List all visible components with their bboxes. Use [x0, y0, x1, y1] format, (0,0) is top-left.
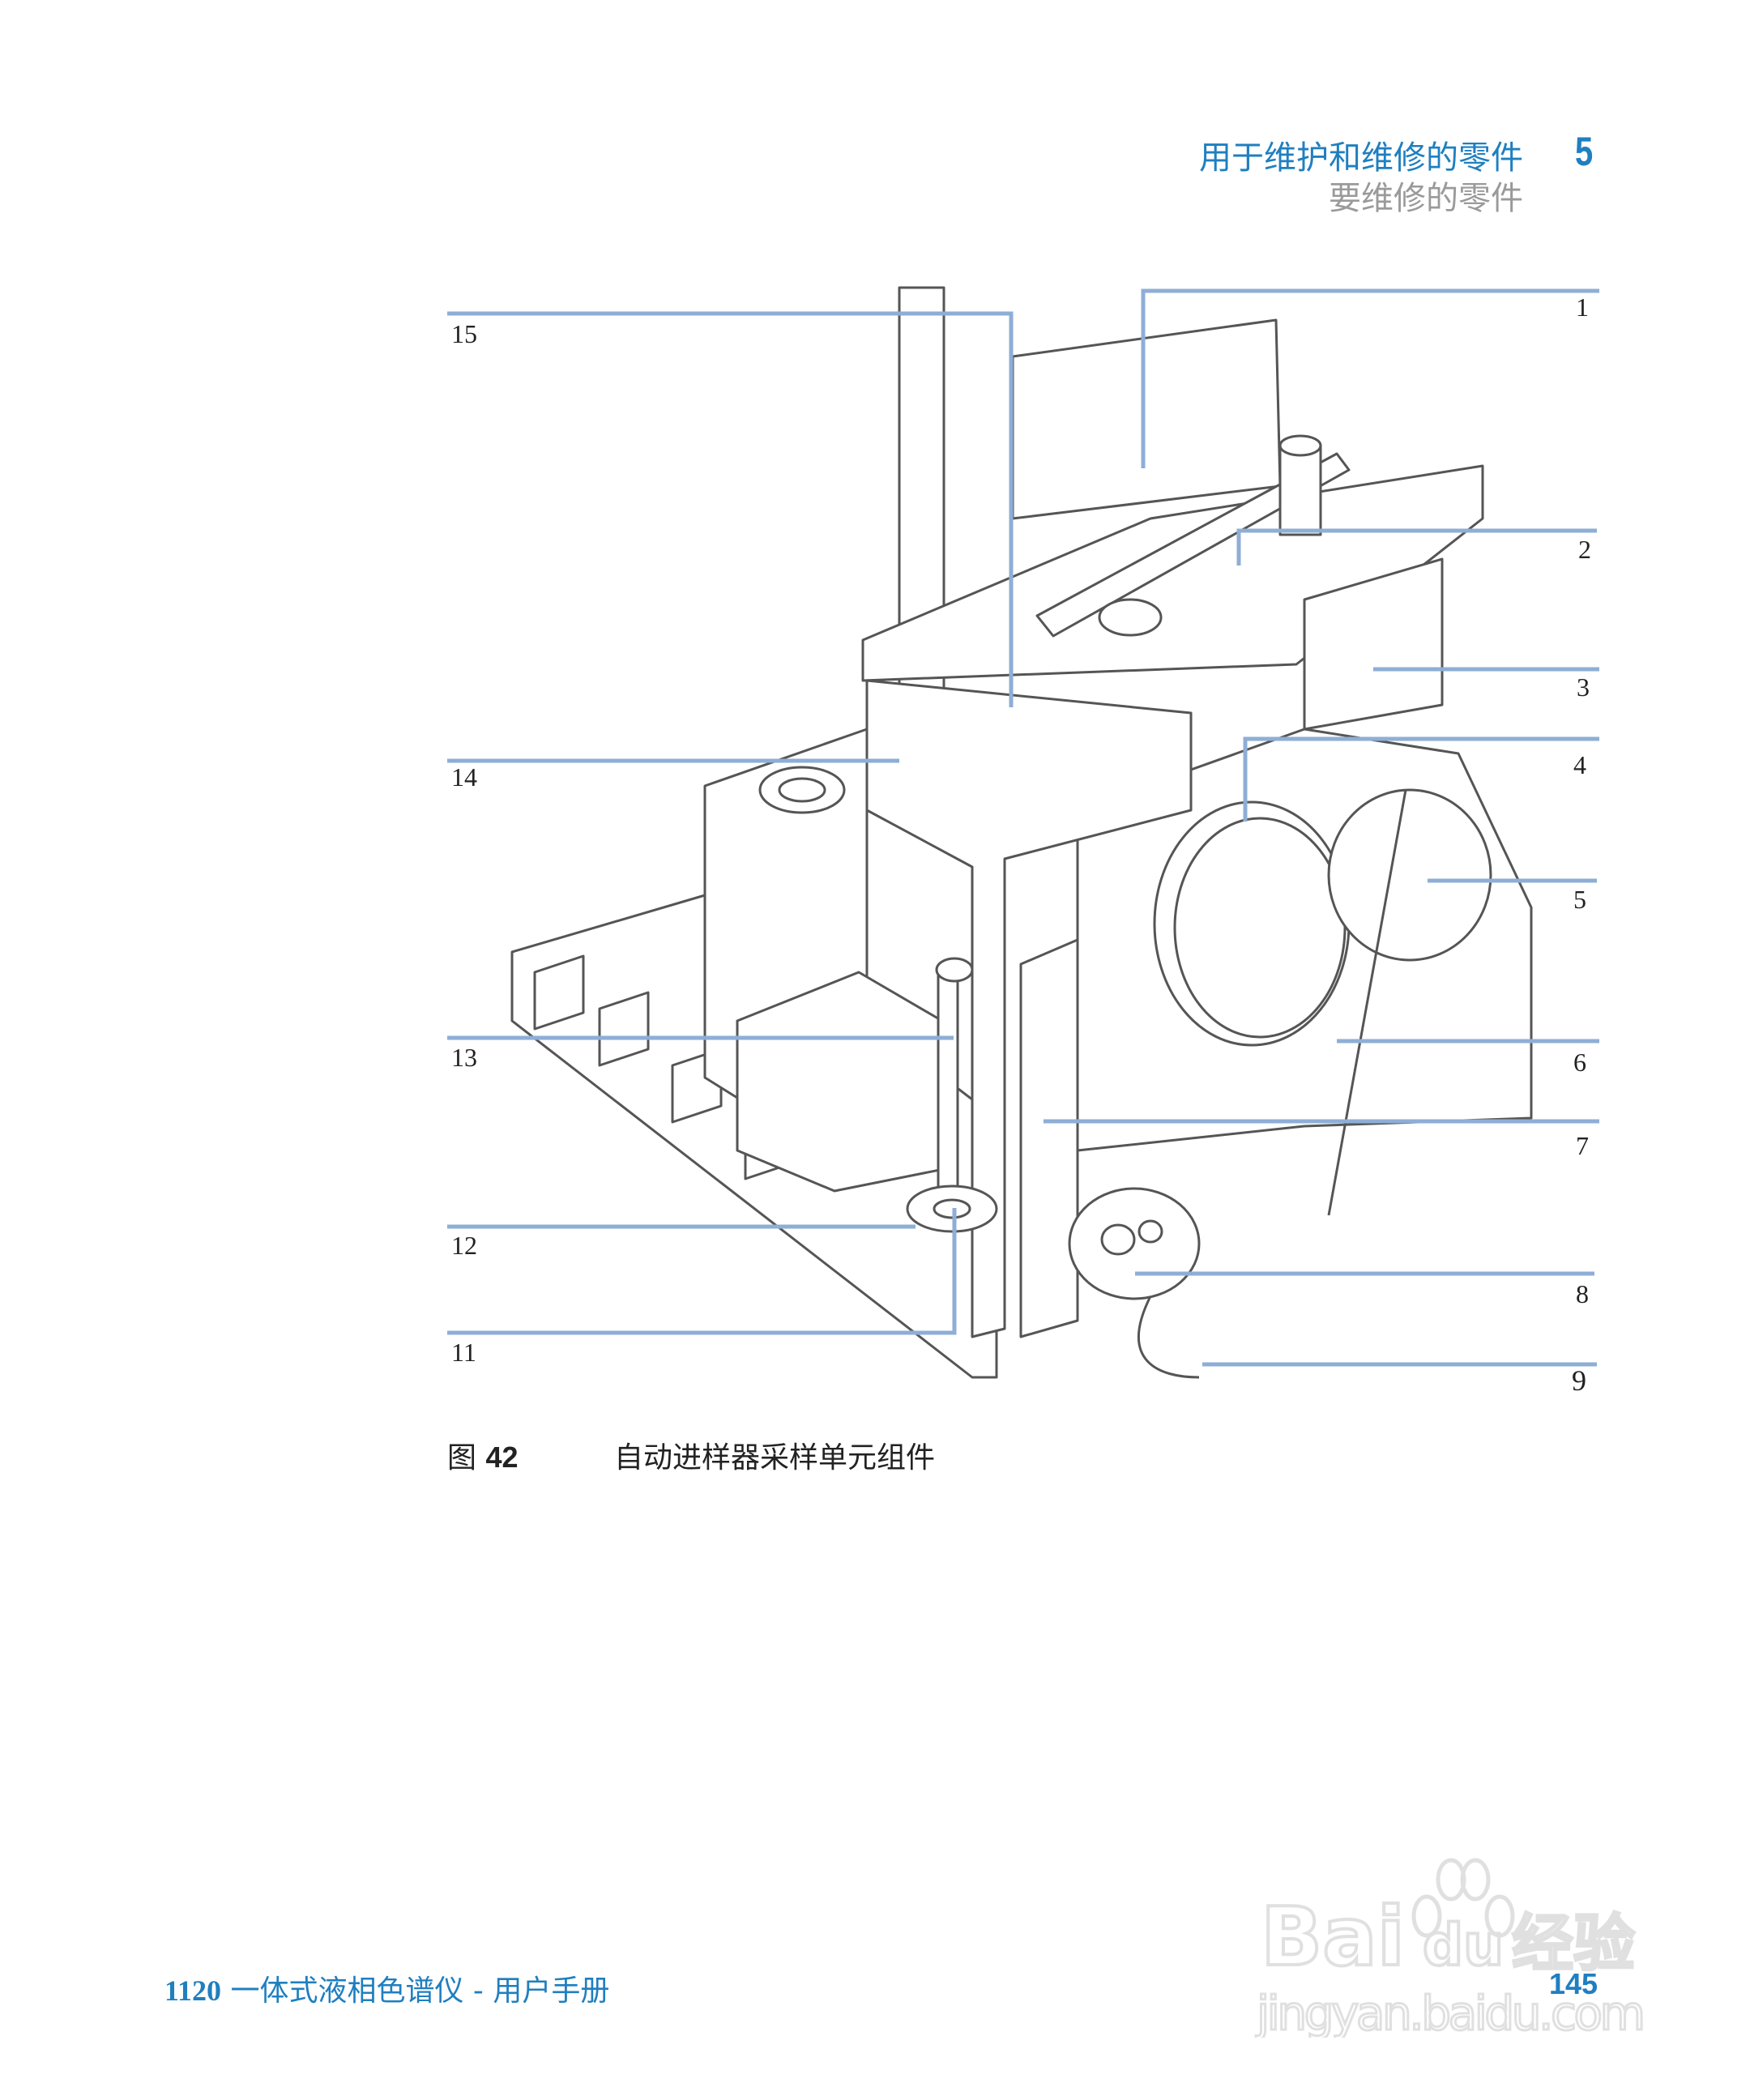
callout-label-9: 9 — [1572, 1364, 1586, 1397]
callout-label-7: 7 — [1576, 1131, 1589, 1160]
callout-line-15 — [447, 311, 1014, 707]
page-number: 145 — [1549, 1967, 1598, 2000]
callout-label-4: 4 — [1573, 750, 1586, 779]
callout-line-4 — [1243, 736, 1599, 822]
callout-label-1: 1 — [1576, 292, 1589, 322]
autosampler-drawing — [447, 286, 1599, 1379]
chapter-number: 5 — [1575, 129, 1594, 174]
callout-label-12: 12 — [451, 1231, 477, 1260]
callout-label-8: 8 — [1576, 1279, 1589, 1308]
figure-number-value: 42 — [485, 1441, 519, 1474]
footer-manual-title: 一体式液相色谱仪 - 用户手册 — [230, 1974, 610, 2008]
callout-label-3: 3 — [1577, 672, 1590, 702]
footer-title: 1120 一体式液相色谱仪 - 用户手册 — [164, 1967, 609, 2009]
baidu-watermark-logo: Bai du 经验 jingyan.baidu.com — [1253, 1851, 1650, 2038]
callout-line-2 — [1236, 528, 1597, 566]
callout-label-2: 2 — [1578, 535, 1591, 564]
svg-text:du: du — [1423, 1912, 1504, 1978]
callout-label-5: 5 — [1573, 885, 1586, 914]
svg-text:jingyan.baidu.com: jingyan.baidu.com — [1255, 1986, 1645, 2038]
svg-text:经验: 经验 — [1512, 1907, 1635, 1979]
callout-label-15: 15 — [451, 319, 477, 348]
callout-label-11: 11 — [451, 1338, 476, 1367]
callout-label-6: 6 — [1573, 1048, 1586, 1077]
callout-line-1 — [1141, 288, 1599, 468]
callout-label-14: 14 — [451, 762, 477, 792]
figure-number: 图 42 — [447, 1434, 519, 1476]
figure-caption: 自动进样器采样单元组件 — [614, 1441, 936, 1475]
callout-label-13: 13 — [451, 1043, 477, 1072]
svg-text:Bai: Bai — [1261, 1889, 1405, 1984]
chapter-title: 用于维护和维修的零件 — [1199, 139, 1523, 177]
callout-line-11 — [447, 1208, 957, 1335]
figure-label: 图 — [447, 1441, 477, 1475]
section-title: 要维修的零件 — [1329, 180, 1523, 217]
footer-model: 1120 — [164, 1974, 222, 2007]
